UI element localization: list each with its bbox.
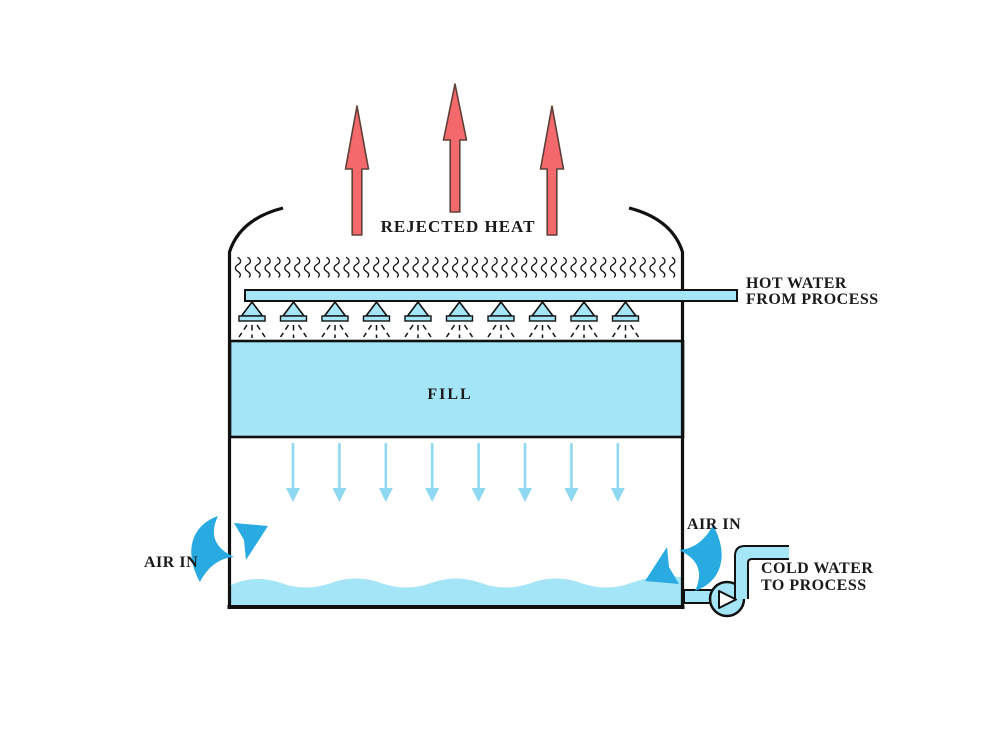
spray-nozzle-icon — [321, 301, 349, 339]
falling-water-arrow-icon — [563, 441, 580, 504]
cold-water-pipe-outline — [734, 545, 789, 599]
air-in-left-label: AIR IN — [144, 554, 198, 571]
falling-water-arrow-icon — [377, 441, 395, 504]
falling-water-arrow-icon — [470, 441, 487, 504]
heat-wave-icon — [333, 256, 340, 278]
falling-water-arrow-icon — [331, 441, 348, 504]
spray-nozzle-icon — [487, 301, 515, 339]
heat-wave-icon — [619, 256, 627, 278]
heat-wave-icon — [422, 256, 429, 278]
heat-wave-icon — [382, 256, 390, 278]
rejected-heat-label: REJECTED HEAT — [381, 217, 536, 236]
heat-wave-icon — [501, 256, 508, 278]
heat-wave-icon — [303, 256, 311, 278]
heat-wave-icon — [343, 256, 350, 278]
heat-arrow-icon — [539, 105, 565, 236]
heat-wave-icon — [580, 256, 587, 278]
heat-wave-icon — [570, 256, 577, 278]
heat-wave-icon — [530, 256, 538, 278]
pump-impeller-icon — [718, 590, 737, 609]
falling-water-arrow-icon — [284, 441, 302, 504]
hot-water-label: HOT WATER FROM PROCESS — [746, 275, 879, 308]
cold-water-label-line2: TO PROCESS — [761, 577, 867, 594]
spray-nozzle-icon — [404, 301, 432, 339]
spray-nozzle-icon — [611, 301, 640, 339]
heat-wave-icon — [471, 256, 479, 278]
heat-wave-icon — [451, 256, 459, 278]
air-in-right-label: AIR IN — [687, 516, 741, 533]
spray-nozzle-row — [238, 301, 640, 339]
heat-wave-icon — [432, 256, 439, 278]
fill-label: FILL — [427, 386, 472, 403]
spray-nozzle-icon — [279, 301, 308, 339]
heat-wave-icon — [659, 256, 666, 278]
tower-shell — [227, 206, 685, 609]
heat-wave-icon — [254, 256, 261, 278]
hot-water-label-line1: HOT WATER — [746, 275, 847, 292]
heat-wave-icon — [402, 256, 409, 278]
tower-left-wall — [227, 206, 284, 607]
water-basin — [231, 576, 681, 606]
heat-wave-icon — [590, 256, 597, 278]
heat-wave-icon — [372, 256, 380, 278]
heat-wave-icon — [313, 256, 321, 278]
heat-wave-icon — [244, 256, 252, 278]
tower-right-wall — [628, 206, 685, 607]
hot-water-label-line2: FROM PROCESS — [746, 291, 879, 308]
heat-wave-icon — [491, 256, 498, 278]
heat-wave-icon — [284, 256, 291, 278]
heat-wave-icon — [264, 256, 271, 278]
heat-wave-icon — [669, 256, 676, 278]
heat-wave-icon — [639, 256, 646, 278]
spray-nozzle-icon — [362, 301, 391, 339]
rejected-heat-arrows — [344, 83, 565, 236]
heat-wave-icon — [540, 256, 548, 278]
spray-nozzle-icon — [528, 301, 557, 339]
hot-water-pipe — [244, 289, 738, 302]
falling-water-arrows — [284, 441, 627, 504]
falling-water-arrow-icon — [609, 441, 627, 504]
heat-wave-icon — [294, 256, 301, 278]
heat-wave-icon — [234, 256, 242, 278]
heat-wave-icon — [511, 256, 518, 278]
spray-nozzle-icon — [570, 301, 598, 339]
heat-wave-icon — [609, 256, 617, 278]
heat-wave-icon — [550, 256, 558, 278]
heat-wave-icon — [629, 256, 636, 278]
heat-wave-icon — [481, 256, 488, 278]
falling-water-arrow-icon — [516, 441, 534, 504]
heat-wave-icon — [323, 256, 331, 278]
heat-arrow-icon — [344, 105, 370, 236]
heat-wave-icon — [363, 256, 370, 278]
heat-wave-icon — [461, 256, 469, 278]
fill-section — [228, 339, 685, 439]
heat-wave-icon — [560, 256, 567, 278]
cold-water-label-line1: COLD WATER — [761, 560, 873, 577]
heat-wave-icon — [649, 256, 656, 278]
heat-wave-icon — [353, 256, 360, 278]
cold-water-label: COLD WATER TO PROCESS — [761, 560, 873, 594]
heat-wave-icon — [392, 256, 400, 278]
heat-wave-icon — [599, 256, 607, 278]
heat-wave-icon — [412, 256, 419, 278]
pump-assembly — [683, 545, 789, 618]
spray-nozzle-icon — [238, 301, 266, 339]
falling-water-arrow-icon — [423, 441, 441, 504]
heat-wave-icon — [274, 256, 281, 278]
heat-wave-icon — [521, 256, 528, 278]
heat-arrow-icon — [442, 83, 468, 213]
spray-nozzle-icon — [445, 301, 474, 339]
heat-wave-icon — [442, 256, 449, 278]
heat-wave-row — [234, 256, 676, 278]
